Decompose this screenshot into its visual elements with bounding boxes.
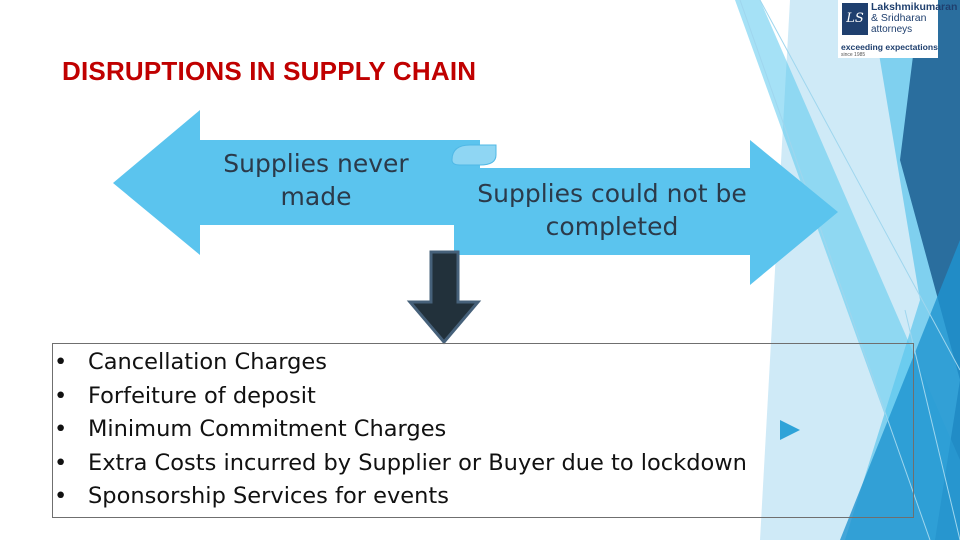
bullet-marker: • — [54, 349, 68, 375]
deco-line-2 — [759, 0, 960, 371]
company-logo: LS Lakshmikumaran & Sridharan attorneys … — [838, 0, 957, 58]
list-item-text: Minimum Commitment Charges — [88, 416, 447, 442]
list-item: • Minimum Commitment Charges — [52, 413, 747, 447]
consequences-box — [52, 343, 914, 518]
right-arrow — [454, 140, 838, 285]
right-arrow-label: Supplies could not be completed — [477, 179, 747, 241]
deco-line-1 — [739, 0, 931, 540]
bullet-marker: • — [54, 416, 68, 442]
list-item-text: Sponsorship Services for events — [88, 483, 449, 509]
arrow-curl — [451, 144, 497, 166]
left-arrow — [113, 110, 480, 255]
list-item-text: Extra Costs incurred by Supplier or Buye… — [88, 449, 747, 476]
logo-line-1: Lakshmikumaran — [871, 1, 958, 13]
left-arrow-label: Supplies never made — [223, 149, 409, 211]
consequences-list: • Cancellation Charges • Forfeiture of dep… — [52, 346, 747, 514]
logo-line-3: attorneys — [871, 24, 913, 35]
bullet-marker: • — [54, 382, 68, 409]
logo-line-2: & Sridharan — [871, 12, 927, 24]
list-item: • Sponsorship Services for events — [52, 480, 747, 514]
down-arrow — [406, 250, 482, 345]
list-item: • Forfeiture of deposit — [52, 380, 747, 414]
list-item: • Cancellation Charges — [52, 346, 747, 380]
list-item-text: Forfeiture of deposit — [88, 382, 316, 409]
logo-monogram: LS — [842, 3, 868, 35]
bullet-marker: • — [54, 449, 68, 476]
logo-since: since 1985 — [841, 52, 866, 58]
logo-tagline: exceeding expectations — [841, 42, 938, 52]
list-item-text: Cancellation Charges — [88, 349, 327, 375]
list-item: • Extra Costs incurred by Supplier or Buy… — [52, 447, 747, 481]
deco-triangle-small — [780, 420, 800, 440]
slide-title: DISRUPTIONS IN SUPPLY CHAIN — [62, 56, 477, 86]
bullet-marker: • — [54, 483, 68, 509]
deco-line-3 — [904, 309, 960, 540]
deco-panel-dark — [900, 0, 960, 540]
